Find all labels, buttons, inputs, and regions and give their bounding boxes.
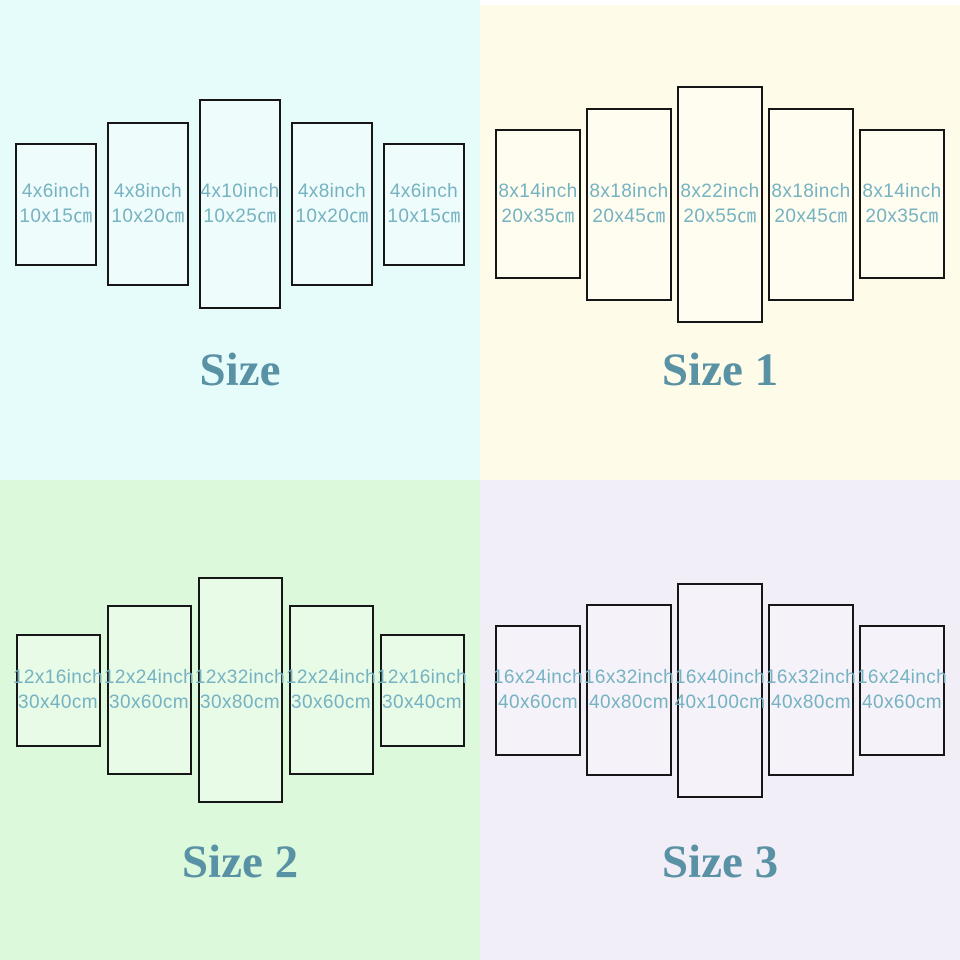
panel-size-inch: 8x18inch <box>589 180 669 202</box>
panel-size-cm: 20x35㎝ <box>865 206 939 227</box>
panel-size-inch: 4x8inch <box>113 180 183 202</box>
canvas-panel: 8x14inch 20x35㎝ <box>495 129 581 279</box>
panel-size-inch: 16x32inch <box>765 666 857 688</box>
panel-size-inch: 16x32inch <box>583 666 675 688</box>
canvas-panel: 16x24inch 40x60cm <box>856 624 948 756</box>
canvas-panel: 8x14inch 20x35㎝ <box>859 129 945 279</box>
panel-size-cm: 30x60cm <box>109 692 189 713</box>
canvas-panel: 16x32inch 40x80cm <box>765 604 857 776</box>
panel-size-inch: 16x24inch <box>492 666 584 688</box>
canvas-panel: 12x24inch 30x60cm <box>103 605 195 775</box>
panel-size-cm: 30x40cm <box>18 692 98 713</box>
panel-size-inch: 12x24inch <box>103 666 195 688</box>
white-strip <box>480 0 960 5</box>
canvas-panel: 4x6inch 10x15㎝ <box>383 142 465 266</box>
size-title: Size <box>199 344 281 396</box>
canvas-panel: 4x10inch 10x25㎝ <box>199 99 281 309</box>
panel-size-inch: 12x16inch <box>376 666 468 688</box>
panel-size-inch: 8x22inch <box>680 180 760 202</box>
panel-size-inch: 8x14inch <box>498 180 578 202</box>
panel-size-cm: 20x35㎝ <box>501 206 575 227</box>
panel-size-inch: 8x14inch <box>862 180 942 202</box>
size-3-title: Size 3 <box>661 836 779 888</box>
canvas-panel: 4x8inch 10x20㎝ <box>291 122 373 286</box>
panel-size-cm: 30x80cm <box>200 692 280 713</box>
size-2-title: Size 2 <box>181 836 299 888</box>
canvas-panel: 16x40inch 40x100cm <box>674 582 766 798</box>
panel-size-inch: 16x24inch <box>856 666 948 688</box>
panel-row: 8x14inch 20x35㎝ 8x18inch 20x45㎝ 8x22inch 20x5… <box>495 0 945 408</box>
panel-size-cm: 20x45㎝ <box>774 206 848 227</box>
canvas-panel: 12x24inch 30x60cm <box>285 605 377 775</box>
canvas-panel: 4x8inch 10x20㎝ <box>107 122 189 286</box>
panel-size-cm: 30x60cm <box>291 692 371 713</box>
canvas-panel: 8x18inch 20x45㎝ <box>768 107 854 301</box>
panel-row: 4x6inch 10x15㎝ 4x8inch 10x20㎝ 4x10inch 10x25㎝… <box>15 0 465 408</box>
panel-size-cm: 20x55㎝ <box>683 206 757 227</box>
canvas-panel: 16x32inch 40x80cm <box>583 604 675 776</box>
panel-size-cm: 10x25㎝ <box>203 206 277 227</box>
panel-size-cm: 40x100cm <box>674 692 766 713</box>
panel-size-cm: 40x80cm <box>589 692 669 713</box>
quadrant-size-1: 8x14inch 20x35㎝ 8x18inch 20x45㎝ 8x22inch 20x5… <box>480 0 960 480</box>
panel-size-cm: 40x80cm <box>771 692 851 713</box>
canvas-panel: 8x22inch 20x55㎝ <box>677 85 763 323</box>
panel-size-inch: 4x10inch <box>200 180 280 202</box>
panel-size-cm: 40x60cm <box>862 692 942 713</box>
size-1-title: Size 1 <box>661 344 779 396</box>
panel-size-cm: 10x20㎝ <box>295 206 369 227</box>
canvas-panel: 12x32inch 30x80cm <box>194 577 286 803</box>
panel-size-cm: 10x15㎝ <box>387 206 461 227</box>
canvas-panel: 16x24inch 40x60cm <box>492 624 584 756</box>
panel-size-inch: 12x24inch <box>285 666 377 688</box>
panel-size-cm: 10x15㎝ <box>19 206 93 227</box>
panel-size-inch: 8x18inch <box>771 180 851 202</box>
canvas-panel: 8x18inch 20x45㎝ <box>586 107 672 301</box>
canvas-panel: 12x16inch 30x40cm <box>12 633 104 747</box>
panel-size-inch: 4x8inch <box>297 180 367 202</box>
panel-size-cm: 10x20㎝ <box>111 206 185 227</box>
panel-size-inch: 12x16inch <box>12 666 104 688</box>
panel-size-inch: 4x6inch <box>389 180 459 202</box>
canvas-panel: 12x16inch 30x40cm <box>376 633 468 747</box>
panel-size-inch: 16x40inch <box>674 666 766 688</box>
panel-size-inch: 12x32inch <box>194 666 286 688</box>
panel-size-cm: 30x40cm <box>382 692 462 713</box>
panel-size-cm: 40x60cm <box>498 692 578 713</box>
canvas-panel: 4x6inch 10x15㎝ <box>15 142 97 266</box>
quadrant-size: 4x6inch 10x15㎝ 4x8inch 10x20㎝ 4x10inch 10x25㎝… <box>0 0 480 480</box>
panel-size-inch: 4x6inch <box>21 180 91 202</box>
panel-size-cm: 20x45㎝ <box>592 206 666 227</box>
